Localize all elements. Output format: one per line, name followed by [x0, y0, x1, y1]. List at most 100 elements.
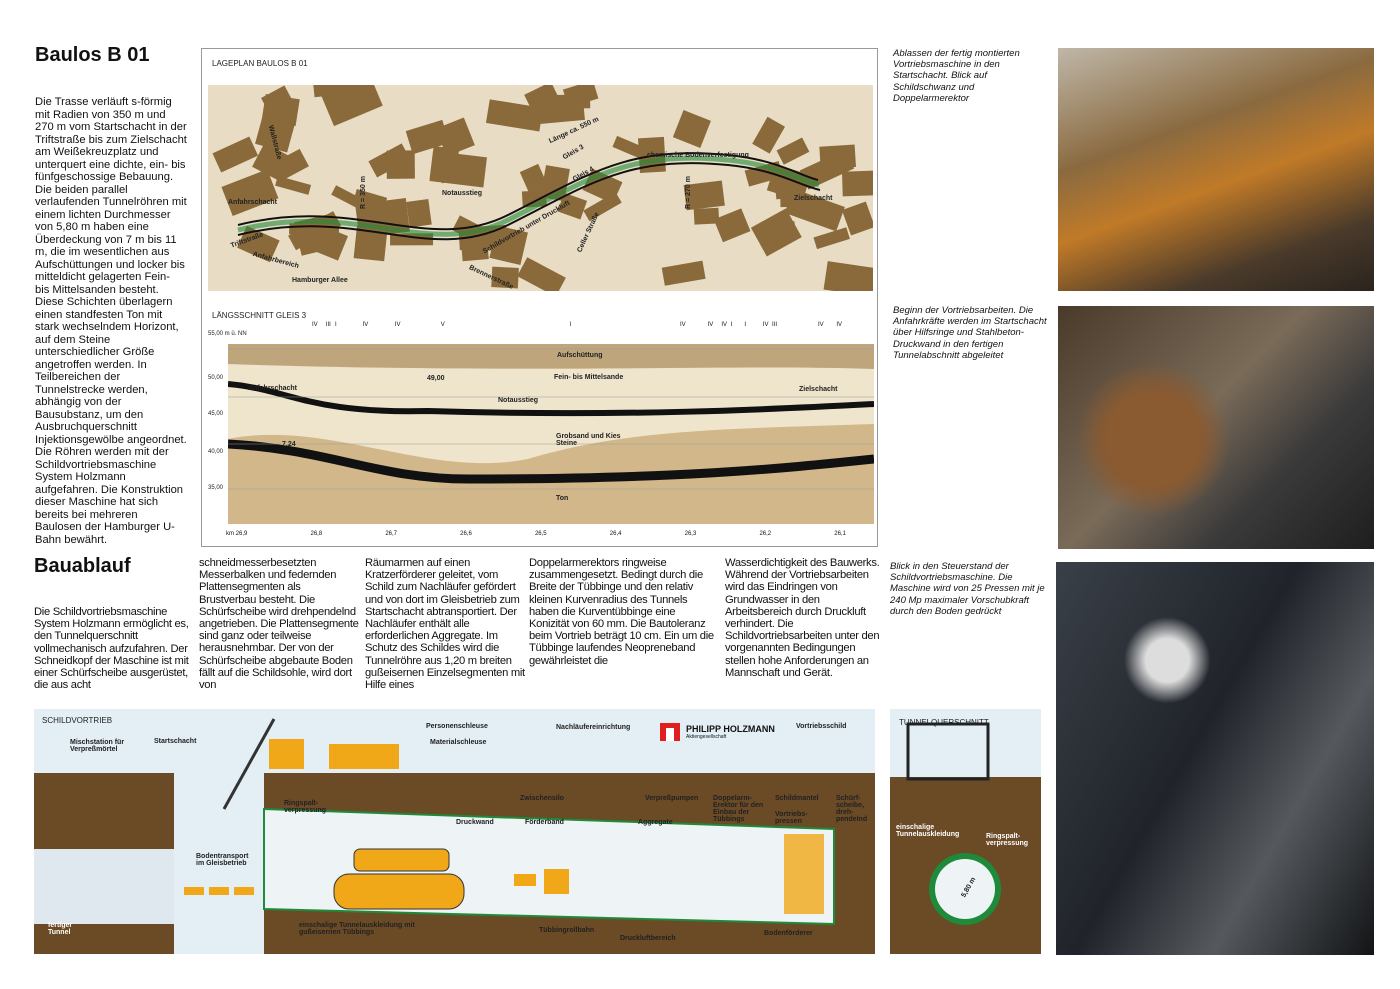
building-block: [612, 135, 648, 160]
map-label: Notausstieg: [442, 190, 483, 197]
soil-class-marker: I: [744, 322, 747, 328]
caption-3: Blick in den Steuerstand der Schildvortr…: [890, 561, 1045, 617]
building-block: [752, 116, 786, 154]
photo-start-of-drive: [1058, 306, 1374, 549]
intro-text: Die Trasse verläuft s-förmig mit Radien …: [35, 96, 187, 546]
caption-1: Ablassen der fertig montierten Vortriebs…: [893, 48, 1020, 104]
diagram-label: Startschacht: [154, 738, 197, 745]
building-block: [435, 117, 475, 157]
building-block: [519, 163, 549, 196]
building-block: [320, 85, 383, 127]
profile-label: Notausstieg: [498, 397, 539, 404]
soil-class-marker: V: [440, 322, 445, 328]
soil-class-marker: III: [325, 322, 331, 328]
diagram-label: Druckluftbereich: [620, 935, 676, 942]
building-block: [693, 207, 720, 225]
km-tick: km 26,9: [226, 531, 248, 537]
soil-class-marker: IV: [312, 322, 318, 328]
soil-class-marker: I: [730, 322, 733, 328]
text-column-3: Räumarmen auf einen Kratzerförderer gele…: [365, 557, 525, 692]
diagram-label: einschalige Tunnelauskleidung mit gußeis…: [299, 922, 415, 936]
building-block: [683, 180, 725, 211]
diagram-label: Tübbingrollbahn: [539, 927, 595, 934]
diagram-label: Vortriebsschild: [796, 723, 847, 730]
building-block: [485, 99, 544, 132]
soil-class-marker: I: [335, 322, 337, 328]
building-block: [780, 192, 804, 208]
text-column-1: Die Schildvortriebsmaschine System Holzm…: [34, 606, 189, 692]
building-block: [255, 111, 296, 153]
profile-label: Ton: [556, 495, 569, 502]
km-tick: 26,7: [385, 531, 397, 537]
building-block: [583, 191, 622, 222]
text-column-2: schneidmesserbesetzten Messerbalken und …: [199, 557, 359, 692]
diagram-label: Druckwand: [456, 819, 494, 826]
caption-2: Beginn der Vortriebsarbeiten. Die Anfahr…: [893, 305, 1047, 361]
building-block: [313, 85, 357, 98]
km-tick: 26,2: [759, 531, 772, 537]
diagram-label: Bodentransport im Gleisbetrieb: [196, 853, 249, 867]
profile-label: Aufschüttung: [557, 352, 603, 359]
soil-class-marker: I: [569, 322, 572, 328]
cross-label: Ringspalt-verpressung: [986, 833, 1029, 847]
building-block: [461, 240, 489, 262]
profile-label: Fein- bis Mittelsande: [554, 374, 624, 381]
building-block: [553, 94, 591, 109]
tunnel-cross-section: TUNNELQUERSCHNITT einschalige Tunnelausk…: [890, 709, 1041, 954]
building-block: [813, 227, 850, 250]
text-column-4: Doppelarmerektors ringweise zusammengese…: [529, 557, 714, 667]
building-block: [841, 170, 873, 197]
profile-label: Anfahrschacht: [248, 385, 298, 392]
soil-class-marker: IV: [394, 322, 401, 328]
building-block: [713, 208, 751, 243]
y-tick: 40,00: [208, 449, 224, 455]
soil-class-marker: IV: [818, 322, 824, 328]
map-title: LAGEPLAN BAULOS B 01: [212, 59, 308, 68]
diagram-label: Aggregate: [638, 819, 673, 826]
profile-label: 49,00: [427, 375, 445, 382]
diagram-label: Schildmantel: [775, 795, 819, 802]
diagram-label: Bodenförderer: [764, 930, 813, 937]
y-tick: 55,00 m ü. NN: [208, 331, 247, 337]
cross-title: TUNNELQUERSCHNITT: [899, 718, 989, 727]
text-column-5: Wasserdichtigkeit des Bauwerks. Während …: [725, 557, 880, 679]
shield-drive-diagram: SCHILDVORTRIEB Mischstation für Verpreßm…: [34, 709, 875, 954]
building-block: [750, 208, 802, 257]
holzmann-logo-icon: [660, 723, 680, 741]
building-block: [429, 150, 487, 188]
plan-frame: LAGEPLAN BAULOS B 01 Anfahrschacht Trift…: [201, 48, 878, 547]
section-title-bauablauf: Bauablauf: [34, 555, 131, 577]
diagram-label: Förderband: [525, 819, 564, 826]
y-tick: 45,00: [208, 411, 224, 417]
map-label: Zielschacht: [794, 195, 833, 202]
profile-label: Zielschacht: [799, 386, 838, 393]
longitudinal-profile: [228, 344, 874, 524]
profile-title: LÄNGSSCHNITT GLEIS 3: [212, 311, 307, 320]
building-block: [261, 85, 293, 114]
building-block: [221, 169, 279, 217]
photo-control-stand: [1056, 562, 1374, 955]
building-block: [672, 110, 711, 148]
cross-label: einschalige Tunnelauskleidung: [896, 824, 960, 838]
building-block: [517, 257, 566, 291]
building-block: [557, 192, 588, 220]
building-block: [406, 198, 432, 228]
soil-class-marker: IV: [762, 322, 769, 328]
building-block: [331, 185, 364, 209]
building-block: [252, 142, 296, 184]
building-block: [386, 150, 415, 179]
diagram-label: Nachläufereinrichtung: [556, 724, 631, 731]
site-map: [208, 85, 873, 291]
map-label: chemische Bodenverfestigung: [647, 152, 749, 159]
building-block: [212, 136, 259, 173]
km-tick: 26,5: [534, 531, 547, 537]
building-block: [237, 225, 280, 263]
diagram-label: Ringspalt-verpressung: [284, 800, 327, 814]
km-tick: 26,1: [834, 531, 846, 537]
profile-label: 7,24: [282, 441, 296, 448]
km-tick: 26,6: [460, 531, 472, 537]
section-title: Baulos B 01: [35, 44, 150, 66]
brand-name: PHILIPP HOLZMANN: [686, 724, 775, 734]
